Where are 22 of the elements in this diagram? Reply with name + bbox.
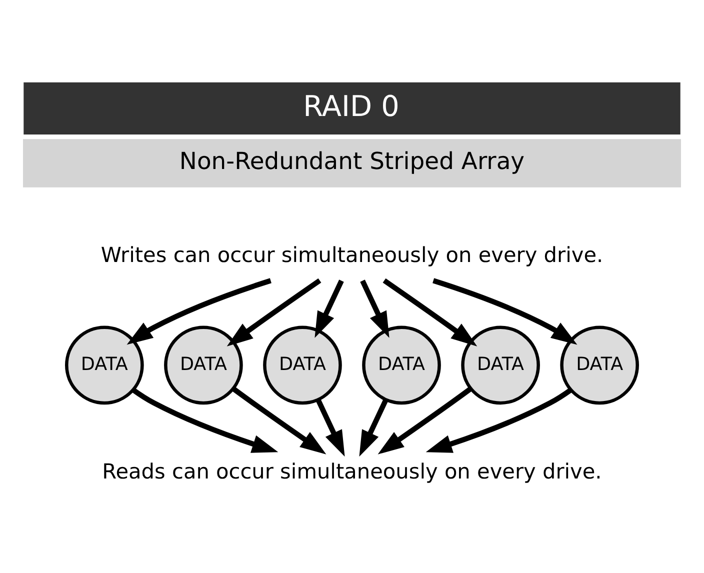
node-circle: DATA — [164, 325, 243, 404]
node-text: Writes can occur simultaneously on every drive. — [100, 242, 604, 266]
node-circle: DATA — [263, 325, 342, 404]
node-circle: DATA — [560, 325, 639, 404]
arrow — [378, 386, 472, 454]
arrow — [132, 387, 278, 452]
arrow — [359, 398, 388, 456]
arrow — [126, 278, 272, 344]
arrow — [316, 398, 345, 456]
diagram-title: RAID 0 — [303, 88, 400, 122]
node-text: Reads can occur simultaneously on every drive. — [102, 458, 602, 483]
arrow — [426, 387, 572, 452]
arrow — [232, 386, 326, 454]
node-circle: DATA — [461, 325, 540, 404]
node-box: Non-Redundant Striped Array — [22, 138, 682, 187]
arrow — [226, 278, 322, 346]
node-circle: DATA — [362, 325, 441, 404]
arrow — [382, 278, 478, 346]
arrow — [314, 279, 344, 338]
node-circle: DATA — [65, 325, 144, 404]
arrow — [360, 279, 390, 338]
arrow — [432, 278, 578, 344]
